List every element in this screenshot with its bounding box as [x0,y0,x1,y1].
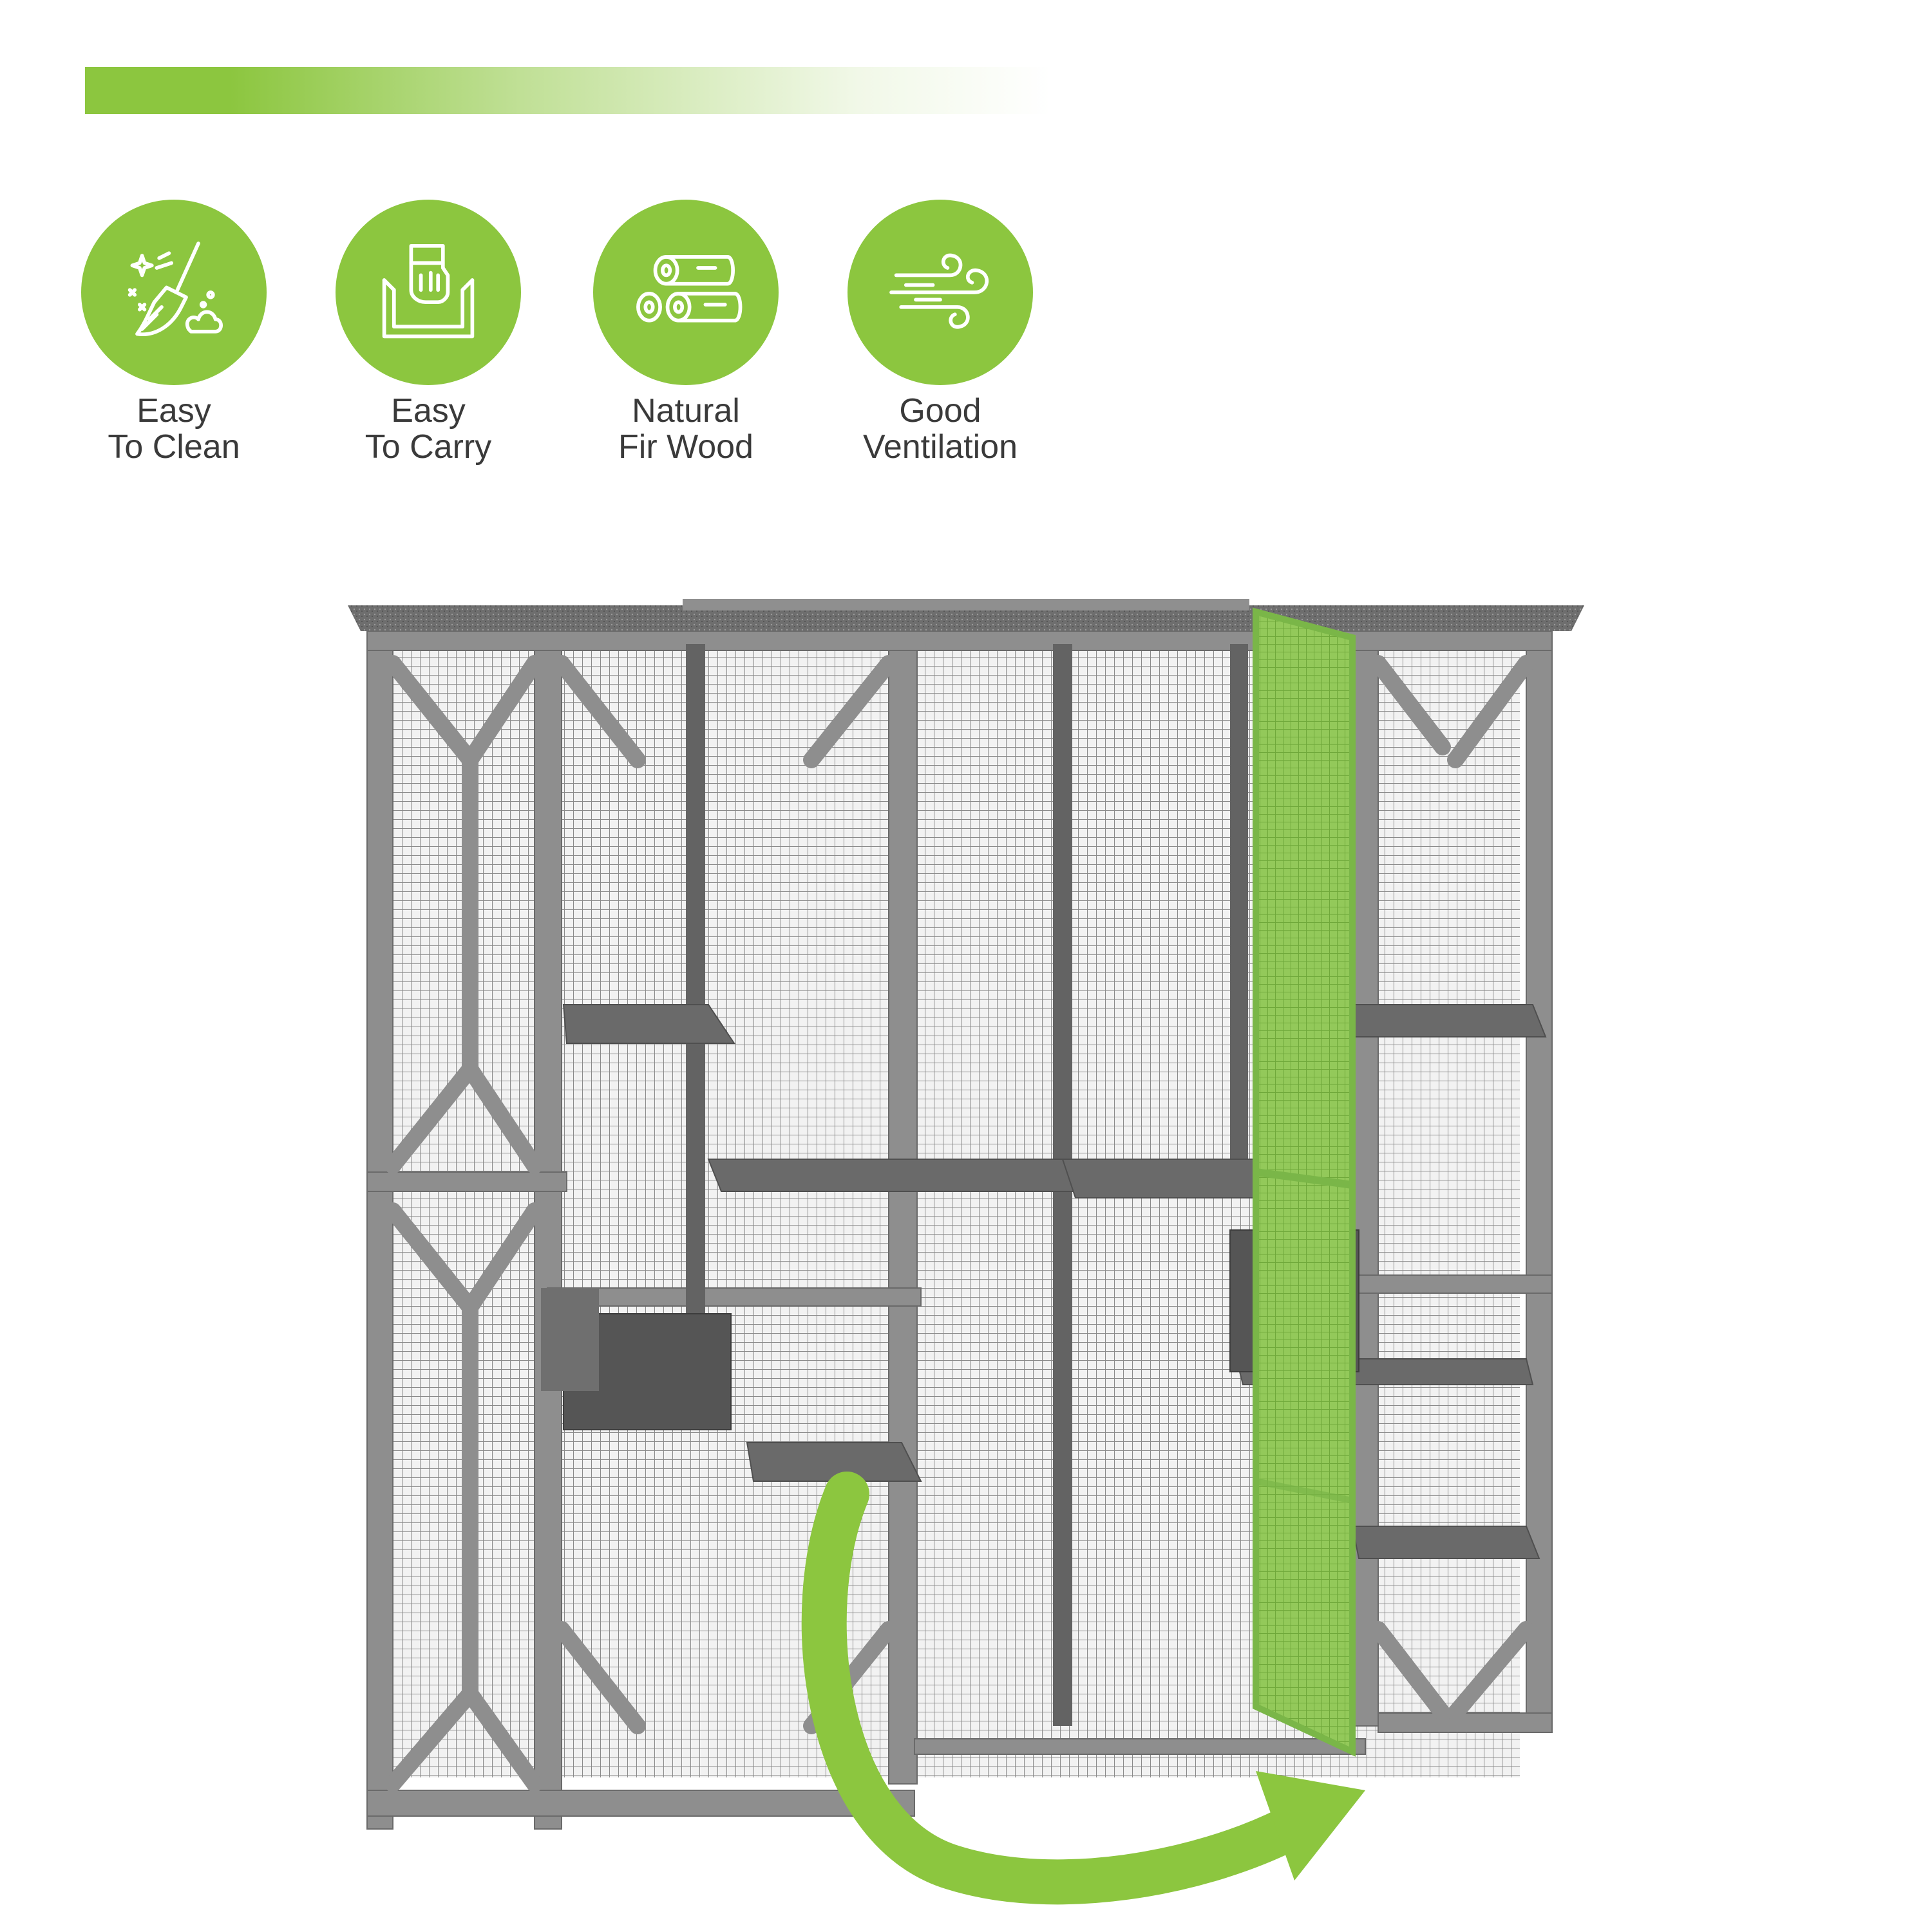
open-door-highlight [1253,607,1356,1757]
feature-good-ventilation: Good Ventilation [844,200,1037,470]
feature-natural-fir-wood: Natural Fir Wood [589,200,782,470]
logs-icon [593,200,779,385]
header-gradient-bar [85,67,1051,114]
cat-enclosure-image [348,599,1584,1905]
feature-easy-to-carry: Easy To Carry [332,200,525,470]
feature-icons-row: Easy To Clean Easy To Carry [0,0,1932,489]
feature-label: Good Ventilation [863,392,1018,466]
door-swing-arrow [801,1472,1365,1905]
enclosure-body [348,599,1584,1830]
feature-label: Natural Fir Wood [618,392,753,466]
feature-label: Easy To Clean [108,392,240,466]
feature-label: Easy To Carry [365,392,492,466]
feature-easy-to-clean: Easy To Clean [77,200,270,470]
lift-box-icon [336,200,521,385]
wind-icon [848,200,1033,385]
broom-icon [81,200,267,385]
